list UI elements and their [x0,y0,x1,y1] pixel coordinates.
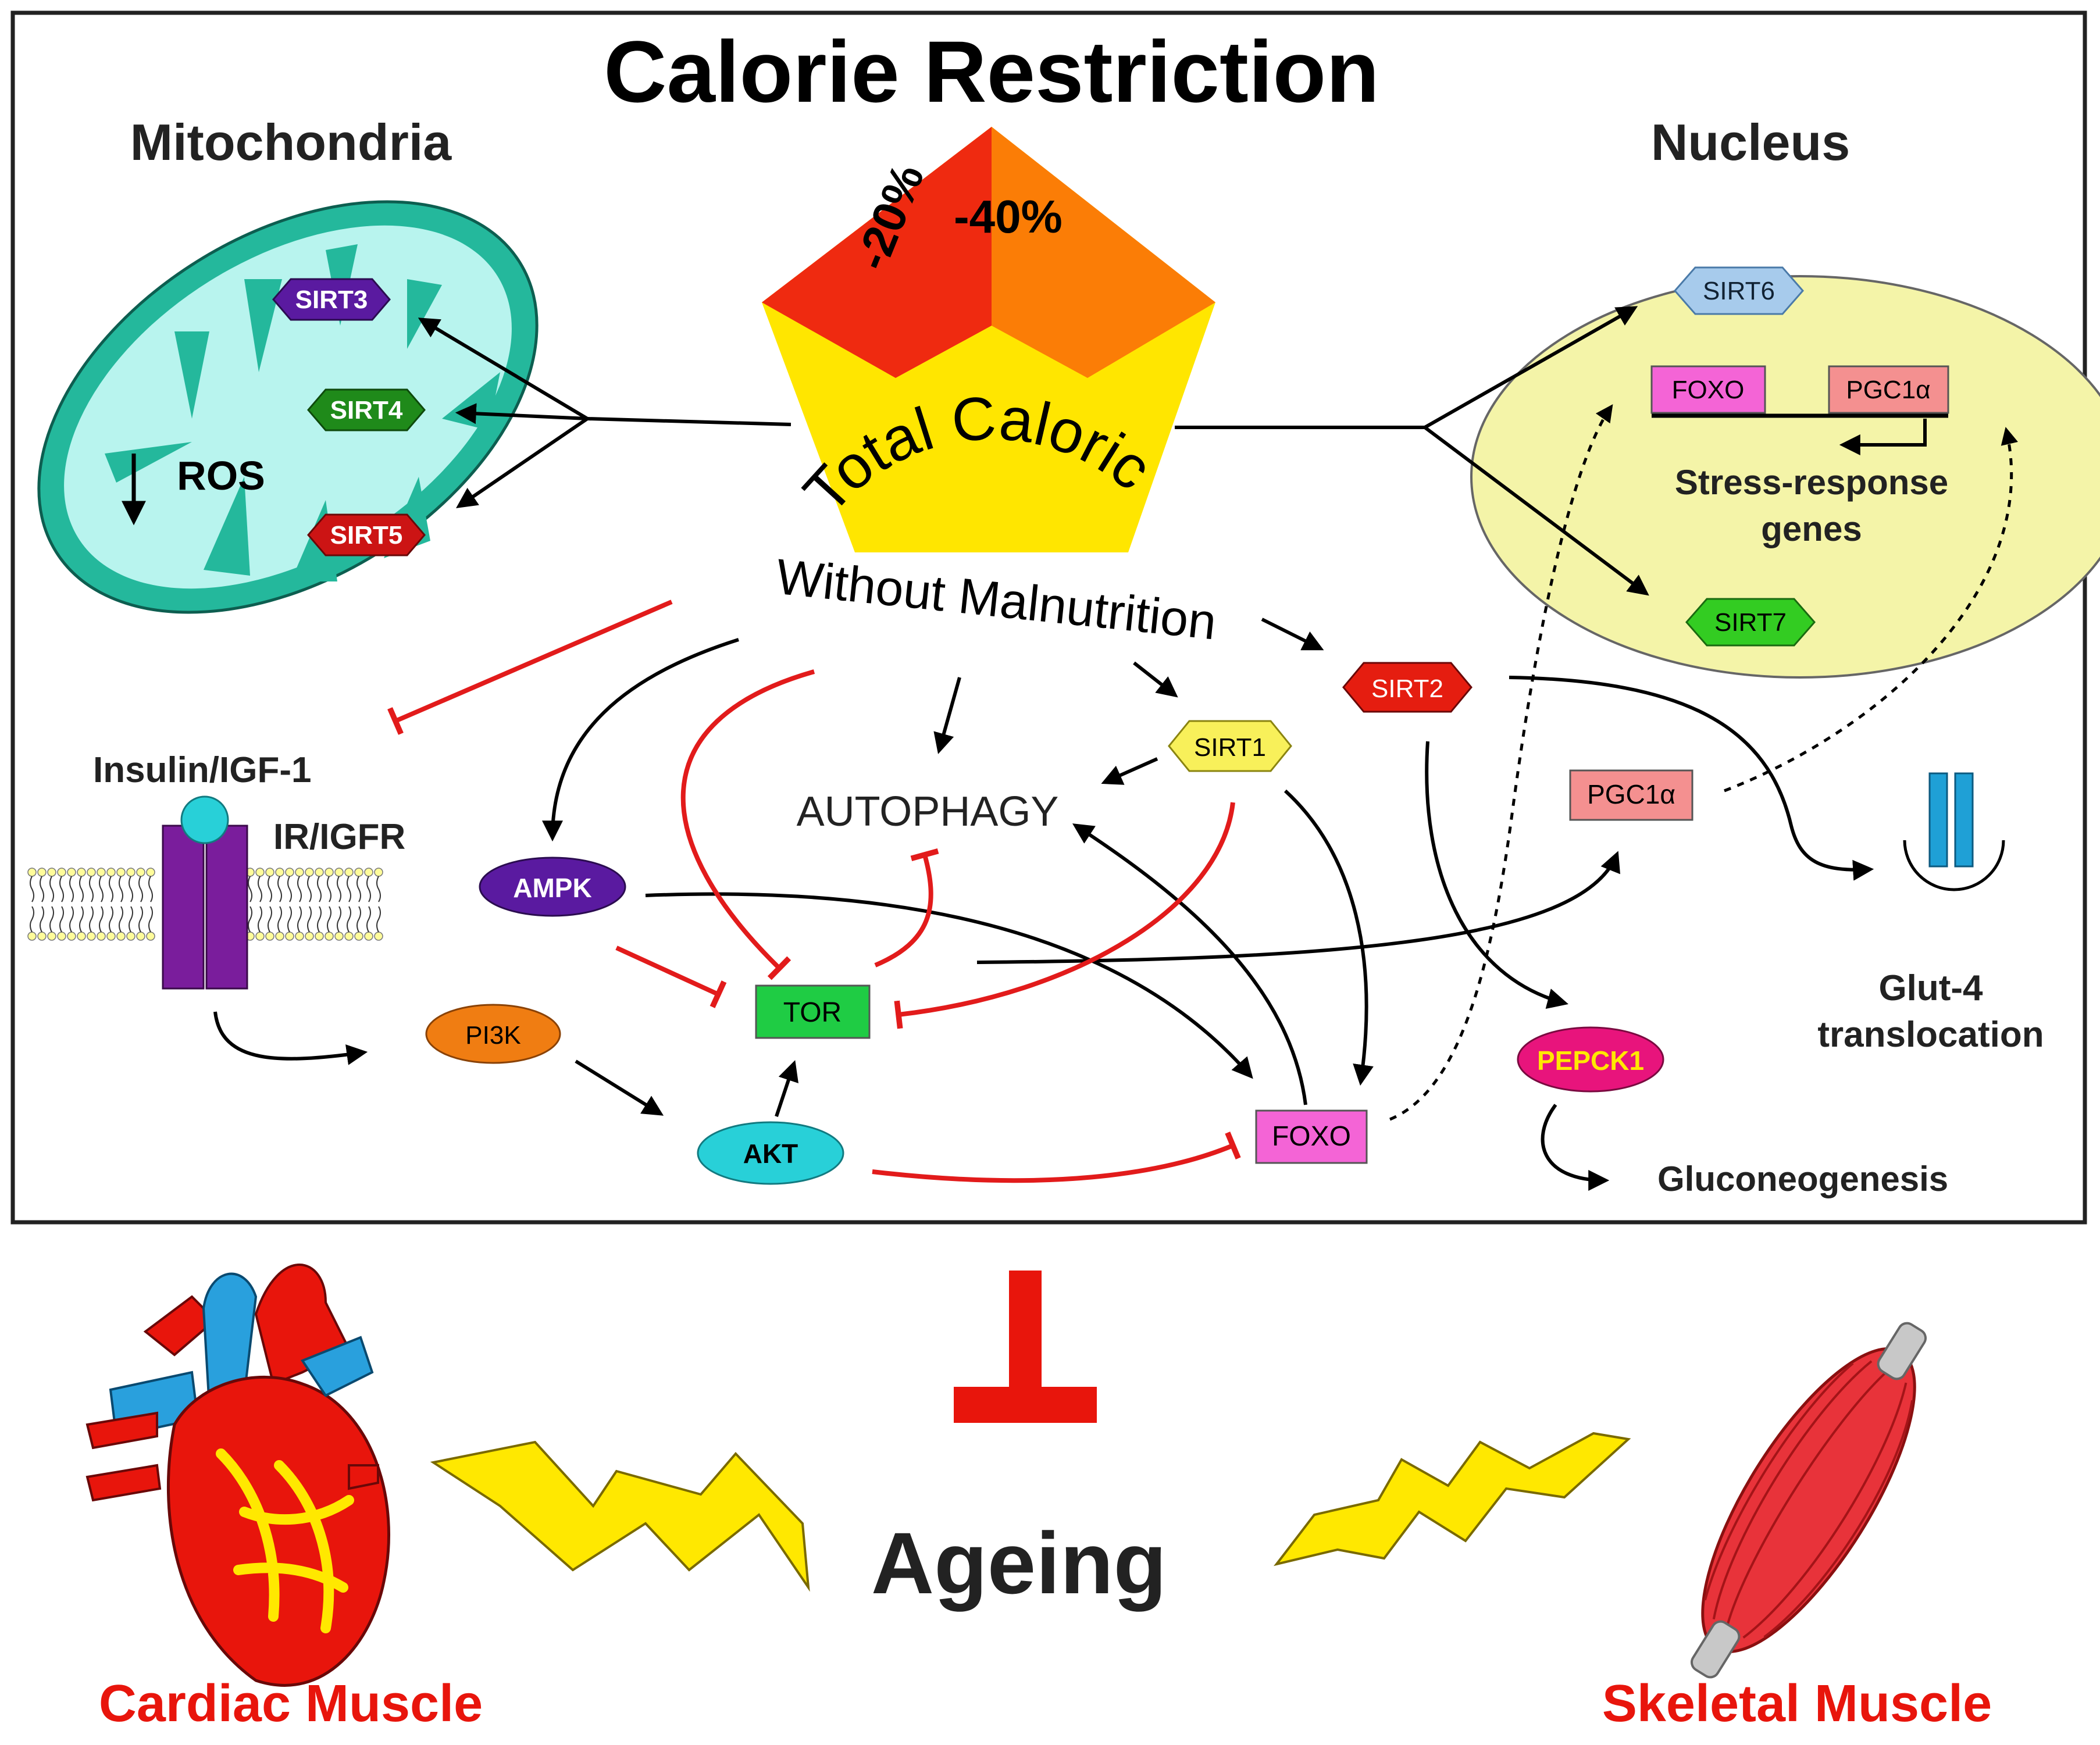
sirt6-node: SIRT6 [1674,266,1804,315]
glut4-transporter [1903,772,2005,891]
minus-40-label: -40% [954,191,1063,242]
skeletal-muscle-illustration [1690,1322,1927,1679]
arrow-to-sirt5 [456,417,589,509]
foxo-to-autophagy [1072,823,1307,1105]
without-malnutrition-label: Without Malnutrition [773,549,1219,651]
pi3k-to-akt [575,1059,664,1116]
sirt4-label: SIRT4 [330,396,403,424]
sirt1-inhibits-tor [894,802,1235,1029]
inhibit-tor-from-cr [680,669,815,980]
pi3k-label: PI3K [465,1021,520,1050]
sirt4-node: SIRT4 [307,388,426,431]
arrow-to-sirt7 [1424,426,1649,596]
sirt2-label: SIRT2 [1371,675,1443,703]
sirt1-to-autophagy [1101,757,1158,785]
foxo-node: FOXO [1255,1109,1368,1164]
akt-to-tor [775,1060,798,1117]
akt-inhibits-foxo [872,1131,1241,1183]
ageing-label: Ageing [871,1514,1167,1612]
pi3k-node: PI3K [425,1004,561,1064]
left-lightning-bolt [430,1440,810,1592]
insulin-receptor [162,795,248,990]
nucleus-label: Nucleus [1651,113,1850,171]
sirt2-node: SIRT2 [1342,662,1473,713]
pepck1-node: PEPCK1 [1517,1026,1664,1093]
arrow-to-sirt3 [418,317,589,420]
heart-illustration [85,1264,391,1687]
nuclear-foxo-label: FOXO [1672,376,1745,404]
arrow-to-ampk [542,638,739,842]
nuclear-pgc1a-label: PGC1α [1846,376,1930,404]
gluconeogenesis-label: Gluconeogenesis [1657,1159,1948,1198]
sirt7-label: SIRT7 [1714,608,1787,637]
right-lightning-bolt [1273,1432,1631,1566]
arrow-to-sirt1 [1133,661,1178,698]
nuclear-pgc1a-box: PGC1α [1828,365,1949,414]
cell-membrane [27,868,383,941]
mitochondria-label: Mitochondria [130,113,452,171]
foxo-to-nuclear-foxo-dotted [1389,404,1613,1121]
sirt5-node: SIRT5 [307,513,426,556]
transcription-arrow [1839,419,1927,455]
receptor-to-pi3k [213,1011,368,1065]
sirt1-to-foxo [1283,789,1374,1086]
akt-node: AKT [697,1121,844,1185]
mitochondrion [37,200,539,614]
sirt1-node: SIRT1 [1168,720,1292,772]
ampk-inhibits-tor [615,945,727,1008]
ir-igfr-label: IR/IGFR [273,817,405,857]
ampk-to-foxo [645,892,1253,1079]
arrow-to-autophagy [933,677,961,754]
insulin-igf1-label: Insulin/IGF-1 [93,750,311,790]
sirt7-node: SIRT7 [1685,598,1816,647]
page-title: Calorie Restriction [604,23,1379,120]
ros-label: ROS [177,453,265,498]
arrow-to-sirt2 [1261,618,1324,651]
pepck1-to-gluconeogenesis [1541,1104,1610,1191]
akt-label: AKT [743,1139,798,1169]
stress-genes-label: genes [1761,509,1862,548]
ampk-label: AMPK [513,873,591,903]
sirt2-to-glut4 [1509,676,1874,881]
sirt2-to-pepck1 [1425,741,1568,1009]
arrow-to-sirt6 [1424,306,1638,429]
stress-response-label: Stress-response [1675,463,1948,502]
nuclear-foxo-box: FOXO [1650,365,1766,414]
sirt3-node: SIRT3 [272,278,391,321]
pentagon-to-mito-line [587,417,791,426]
glut4-label: Glut-4 [1878,968,1983,1008]
inhibit-insulin-signalling [387,599,673,735]
glut4-translocation-label: translocation [1817,1015,2044,1055]
pgc1a-node: PGC1α [1569,769,1693,821]
main-frame [10,10,2087,1225]
pgc1a-label: PGC1α [1587,779,1675,809]
big-inhibit-symbol [954,1271,1097,1423]
sirt3-label: SIRT3 [295,286,368,314]
pepck1-label: PEPCK1 [1537,1045,1644,1076]
arrow-to-sirt4 [455,403,588,424]
tor-node: TOR [755,984,871,1039]
sirt1-label: SIRT1 [1194,733,1266,762]
sirt6-label: SIRT6 [1703,277,1775,305]
tor-label: TOR [783,997,842,1028]
sirt5-label: SIRT5 [330,521,403,549]
skeletal-muscle-label: Skeletal Muscle [1602,1675,1992,1733]
foxo-label: FOXO [1272,1121,1351,1152]
ampk-to-pgc1a [976,851,1620,964]
autophagy-label: AUTOPHAGY [797,788,1059,835]
cardiac-muscle-label: Cardiac Muscle [99,1675,483,1733]
ampk-node: AMPK [479,857,626,917]
tor-inhibits-autophagy [874,848,939,968]
